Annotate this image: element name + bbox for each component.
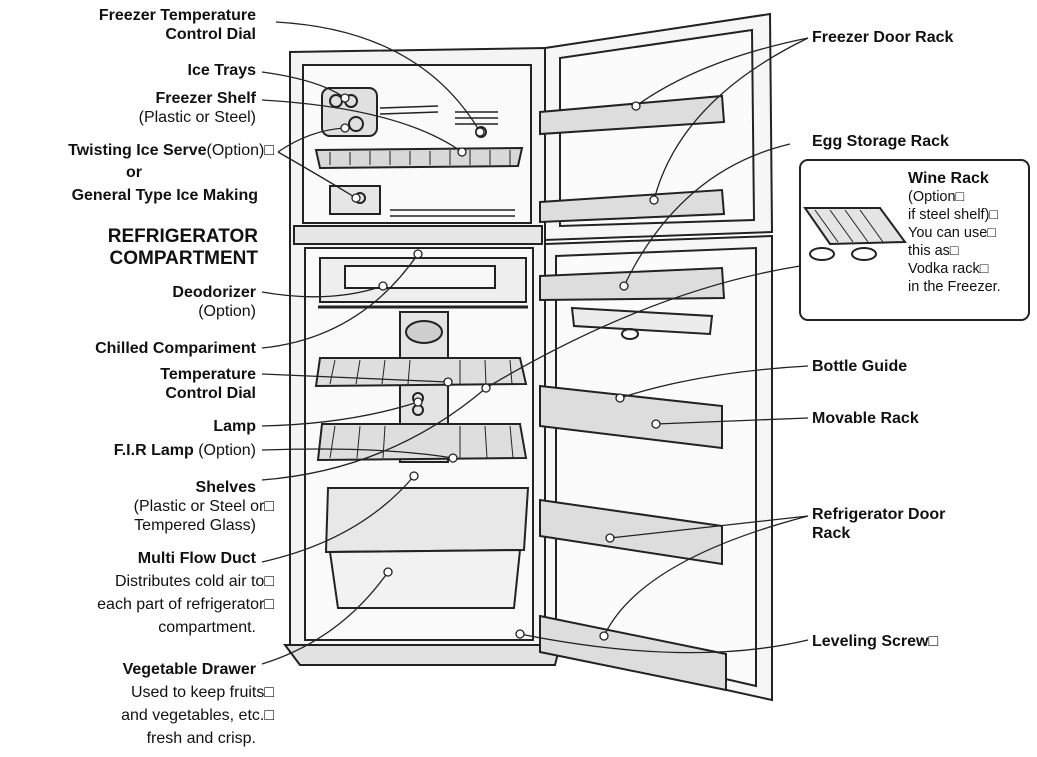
label-multi-flow-sub3: compartment. [158, 619, 256, 636]
label-wine-rack-sub5: Vodka rack□ [908, 261, 989, 277]
label-freezer-temp-dial-line1: Freezer Temperature [98, 7, 256, 24]
wine-rack-graphic [803, 207, 907, 246]
compartment-divider [293, 225, 543, 245]
label-wine-rack-sub1: (Option□ [908, 189, 965, 205]
label-shelves-sub2: Tempered Glass) [134, 517, 256, 534]
label-multi-flow-sub2: each part of refrigerator□ [97, 596, 274, 613]
leader-freezer-temp-dial [275, 21, 481, 133]
label-shelves-sub1: (Plastic or Steel or□ [133, 498, 274, 515]
leader-freezer-shelf [261, 99, 463, 153]
leader-leveling-screw [519, 633, 809, 654]
leader-movable-rack [655, 417, 809, 425]
label-freezer-temp-dial: Freezer Temperature Control Dial [30, 6, 256, 44]
label-egg-rack: Egg Storage Rack [812, 133, 949, 150]
label-leveling-screw: Leveling Screw□ [812, 633, 939, 650]
leader-egg-rack [623, 143, 791, 287]
label-wine-rack-title: Wine Rack [908, 170, 989, 187]
leader-shelves [261, 387, 487, 481]
label-compartment-line2: COMPARTMENT [109, 248, 258, 269]
label-multi-flow-title: Multi Flow Duct [137, 550, 256, 567]
shelf-upper-graphic [314, 357, 528, 388]
label-wine-rack: Wine Rack (Option□ if steel shelf)□ You … [908, 170, 1001, 296]
label-fridge-door-rack-line1: Refrigerator Door [812, 506, 946, 523]
label-wine-rack-sub6: in the Freezer. [908, 279, 1001, 295]
label-movable-rack: Movable Rack [812, 410, 919, 427]
freezer-door-rack-lower [539, 188, 726, 224]
label-fir-lamp: F.I.R Lamp (Option) [40, 441, 256, 460]
label-chilled: Chilled Compariment [95, 340, 256, 357]
label-twisting-ice: Twisting Ice Serve(Option)□ [0, 141, 274, 160]
leader-freezer-door-rack-2 [653, 37, 809, 201]
leader-fridge-door-rack-1 [609, 515, 809, 539]
label-veg-drawer-sub1: Used to keep fruits□ [130, 684, 274, 701]
label-multi-flow-sub1: Distributes cold air to□ [114, 573, 274, 590]
label-veg-drawer-sub2: and vegetables, etc.□ [121, 707, 274, 724]
label-deodorizer-sub: (Option) [198, 303, 256, 320]
leader-freezer-door-rack-1 [635, 37, 809, 107]
leader-multi-flow [261, 475, 415, 563]
leader-deodorizer [261, 285, 384, 298]
label-temp-dial-line2: Control Dial [165, 385, 256, 402]
label-veg-drawer-sub3: fresh and crisp. [146, 730, 256, 747]
movable-rack-graphic [539, 384, 723, 450]
vegetable-drawer-graphic [324, 487, 530, 554]
shelf-lower-graphic [316, 423, 528, 462]
leader-twisting-ice-2 [277, 151, 357, 199]
label-general-ice: General Type Ice Making [71, 187, 258, 204]
label-fir-lamp-title: F.I.R Lamp [113, 442, 194, 459]
label-multi-flow: Multi Flow Duct Distributes cold air to□… [30, 549, 274, 637]
label-fridge-door-rack: Refrigerator Door Rack [812, 505, 945, 543]
label-or: or [126, 164, 142, 181]
leader-ice-trays [261, 71, 346, 99]
label-twisting-ice-opt: (Option)□ [206, 142, 274, 159]
label-fridge-door-rack-line2: Rack [812, 525, 851, 542]
label-ice-trays: Ice Trays [187, 62, 257, 79]
egg-rack-graphic [539, 266, 726, 302]
label-fir-lamp-opt: (Option) [198, 442, 256, 459]
leader-temp-dial [261, 373, 449, 383]
label-veg-drawer: Vegetable Drawer Used to keep fruits□ an… [30, 660, 274, 748]
label-deodorizer: Deodorizer (Option) [60, 283, 256, 321]
label-compartment-line1: REFRIGERATOR [107, 226, 258, 247]
freezer-shelf-graphic [314, 146, 524, 170]
label-bottle-guide: Bottle Guide [812, 358, 908, 375]
label-freezer-shelf-title: Freezer Shelf [155, 90, 256, 107]
leader-twisting-ice-1 [277, 127, 346, 153]
label-refrigerator-compartment: REFRIGERATOR COMPARTMENT [30, 226, 258, 270]
leader-chilled [261, 253, 419, 349]
label-shelves-title: Shelves [195, 479, 256, 496]
label-freezer-temp-dial-line2: Control Dial [165, 26, 256, 43]
leader-bottle-guide [619, 365, 809, 399]
label-freezer-door-rack: Freezer Door Rack [812, 29, 954, 46]
label-temp-dial-line1: Temperature [160, 366, 256, 383]
label-wine-rack-sub3: You can use□ [908, 225, 997, 241]
label-veg-drawer-title: Vegetable Drawer [122, 661, 256, 678]
wine-rack-inset [799, 159, 1030, 321]
leader-veg-drawer [261, 571, 389, 665]
label-lamp: Lamp [213, 418, 256, 435]
label-freezer-shelf: Freezer Shelf (Plastic or Steel) [40, 89, 256, 127]
label-temp-dial: Temperature Control Dial [60, 365, 256, 403]
label-shelves: Shelves (Plastic or Steel or□ Tempered G… [60, 478, 274, 535]
cabinet-base [283, 644, 562, 666]
leader-fir-lamp [261, 448, 454, 459]
leader-wine-rack [485, 265, 801, 389]
leader-lamp [261, 401, 419, 427]
fridge-door-rack-graphic [539, 498, 723, 566]
freezer-door-rack-upper [539, 94, 726, 136]
label-deodorizer-title: Deodorizer [172, 284, 256, 301]
label-freezer-shelf-sub: (Plastic or Steel) [138, 109, 256, 126]
label-wine-rack-sub4: this as□ [908, 243, 959, 259]
label-wine-rack-sub2: if steel shelf)□ [908, 207, 999, 223]
leader-fridge-door-rack-2 [603, 515, 809, 637]
label-twisting-ice-title: Twisting Ice Serve [68, 142, 207, 159]
